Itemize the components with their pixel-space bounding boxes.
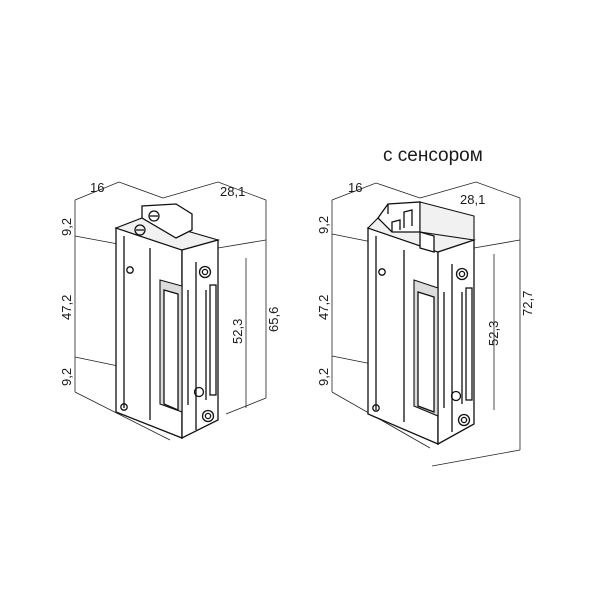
right-dim-latch: 52,3 — [486, 321, 501, 346]
left-dim-bottom: 9,2 — [59, 368, 74, 386]
right-sensor-block — [377, 201, 475, 253]
sensor-caption: с сенсором — [383, 145, 483, 166]
left-dim-latch: 52,3 — [230, 319, 245, 344]
mounting-hole-icon — [450, 390, 462, 402]
mounting-hole-icon — [201, 409, 215, 423]
mounting-hole-icon — [378, 268, 386, 276]
left-dim-depth: 16 — [90, 180, 104, 195]
left-lock-body — [114, 217, 221, 440]
mounting-hole-icon — [126, 266, 134, 274]
mounting-hole-icon — [455, 267, 469, 281]
right-lock: 16 28,1 9,2 47,2 9,2 52,3 72,7 — [316, 180, 535, 467]
right-dim-top: 9,2 — [316, 216, 331, 234]
left-dim-width: 28,1 — [220, 184, 245, 199]
left-dim-height: 65,6 — [266, 307, 281, 332]
mounting-hole-icon — [193, 386, 205, 398]
mounting-hole-icon — [458, 270, 466, 278]
right-dim-width: 28,1 — [460, 192, 485, 207]
left-terminal-block — [134, 203, 193, 239]
right-dim-middle: 47,2 — [316, 295, 331, 320]
right-lock-body — [366, 217, 477, 446]
left-dim-top: 9,2 — [59, 218, 74, 236]
mounting-hole-icon — [120, 403, 128, 411]
right-mounting-holes — [372, 267, 471, 427]
right-dim-depth: 16 — [348, 180, 362, 195]
mounting-hole-icon — [204, 412, 212, 420]
mounting-hole-icon — [457, 413, 471, 427]
left-mounting-holes — [120, 265, 215, 423]
screw-icon — [134, 224, 146, 236]
mounting-hole-icon — [460, 416, 468, 424]
right-dim-bottom: 9,2 — [316, 368, 331, 386]
left-dim-middle: 47,2 — [59, 295, 74, 320]
left-dimension-frame — [74, 181, 267, 441]
mounting-hole-icon — [201, 268, 209, 276]
mounting-hole-icon — [372, 404, 380, 412]
screw-icon — [148, 210, 160, 222]
mounting-hole-icon — [198, 265, 212, 279]
left-lock: 16 28,1 9,2 47,2 9,2 52,3 65,6 — [59, 180, 281, 441]
right-dim-height: 72,7 — [520, 291, 535, 316]
